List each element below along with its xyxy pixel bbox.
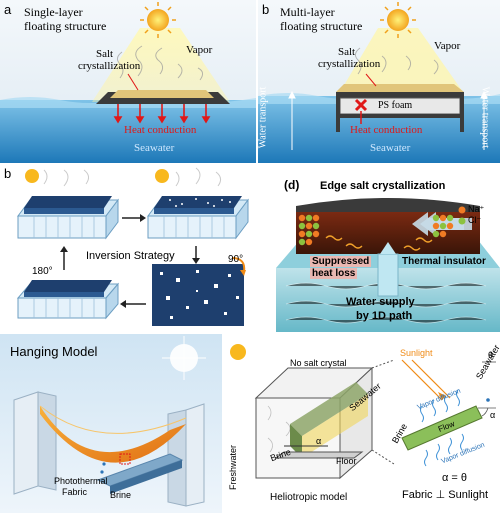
panel-b-water-transport-right: Water transport	[479, 86, 491, 149]
panel-a-seawater: Seawater	[134, 142, 175, 154]
panel-b-letter: b	[262, 2, 270, 17]
sunlight-label: Sunlight	[400, 348, 433, 358]
heat-arrows	[113, 104, 211, 124]
panel-b-salt-1: Salt	[338, 46, 356, 58]
panel-b-salt-2: crystallization	[318, 58, 381, 70]
salt-crystal	[110, 90, 214, 98]
alpha-label-helio: α	[316, 436, 322, 446]
panel-inversion: b Inversion Strategy 180° 90°	[0, 166, 270, 330]
panel-d: (d) Edge salt crystallization Na⁺ Cl⁻ Su…	[276, 176, 500, 332]
ion-cluster-right	[432, 214, 454, 238]
angle-90-label: 90°	[228, 254, 244, 265]
insulator-label: Thermal insulator	[402, 256, 486, 267]
sunbeam-a	[92, 28, 230, 102]
panel-b-seawater: Seawater	[370, 142, 411, 154]
freshwater-label: Freshwater	[228, 444, 238, 490]
panel-d-letter: (d)	[284, 178, 300, 192]
zoom-box	[119, 453, 131, 465]
panel-a-salt-2: crystallization	[78, 60, 141, 72]
panel-b-heat: Heat conduction	[350, 124, 423, 136]
photothermal-fabric	[40, 406, 186, 463]
left-support	[13, 391, 39, 495]
fabric-label-1: Photothermal	[54, 476, 108, 486]
sun-icon	[25, 169, 39, 183]
panel-a-heat: Heat conduction	[124, 124, 197, 136]
fabric-label-2: Fabric	[62, 487, 88, 497]
suppressed-line-1: Suppressed	[310, 256, 372, 267]
water-transport-arrows	[288, 90, 488, 150]
panel-d-scene	[276, 176, 500, 332]
no-salt-label: No salt crystal	[290, 358, 347, 368]
ion-legend	[458, 206, 466, 225]
floor-label: Floor	[336, 456, 357, 466]
chloride-label: Cl⁻	[468, 215, 482, 225]
panel-a-salt-1: Salt	[96, 48, 114, 60]
panel-b-title-2: floating structure	[280, 19, 363, 33]
device-block-4	[16, 280, 120, 320]
heliotropic-model-label: Heliotropic model	[270, 492, 348, 503]
panel-a-title-1: Single-layer	[24, 5, 83, 19]
inversion-scene	[0, 166, 270, 330]
heliotropic-scene	[226, 340, 500, 513]
panel-a-scene	[0, 0, 256, 163]
arrow-up-icon	[60, 246, 68, 270]
inversion-letter: b	[4, 166, 12, 181]
water-channel	[377, 253, 399, 297]
sun-icon	[155, 169, 169, 183]
panel-hanging: Hanging Model Photothermal Fabric Brine	[0, 334, 222, 513]
panel-a-vapor: Vapor	[186, 44, 213, 56]
hanging-scene	[0, 334, 222, 513]
fabric-strip	[401, 405, 483, 451]
water-supply-1: Water supply	[346, 296, 415, 308]
device-block-1	[17, 196, 119, 240]
sodium-icon	[458, 206, 466, 214]
vapor-swirls	[116, 45, 204, 81]
panel-b-vapor: Vapor	[434, 40, 461, 52]
sunbeam-b	[340, 28, 463, 92]
ion-cluster-left	[298, 214, 320, 246]
water-supply-2: by 1D path	[356, 310, 413, 322]
arrow-left-icon	[120, 300, 146, 308]
angle-180-label: 180°	[32, 266, 53, 277]
panel-b-scene	[258, 0, 500, 163]
panel-a: a Single-layer floating structure Vapor …	[0, 0, 256, 163]
device-block-3	[152, 257, 246, 326]
equation-alpha-theta: α = θ	[442, 472, 468, 484]
panel-a-title-2: floating structure	[24, 19, 107, 33]
panel-b-title-1: Multi-layer	[280, 5, 335, 19]
arrow-down-icon	[192, 246, 200, 264]
panel-a-letter: a	[4, 2, 12, 17]
zoom-detail	[401, 359, 496, 467]
arrow-right-icon	[122, 214, 146, 222]
sodium-label: Na⁺	[468, 204, 485, 214]
hanging-title: Hanging Model	[10, 344, 98, 359]
alpha-side-label: α	[490, 410, 496, 420]
sun-icon	[140, 2, 176, 38]
panel-b: b Multi-layer floating structure Vapor S…	[258, 0, 500, 163]
chloride-icon	[458, 217, 466, 225]
heliotropic-fabric	[290, 382, 368, 436]
equation-fabric-sunlight: Fabric ⊥ Sunlight	[402, 489, 489, 501]
suppressed-line-2: heat loss	[310, 268, 358, 279]
panel-b-water-transport-left: Water transport	[258, 86, 269, 149]
water-body	[276, 268, 500, 332]
sun-icon	[380, 2, 416, 38]
salt-crystal	[336, 84, 464, 92]
panel-d-title: Edge salt crystallization	[320, 180, 446, 192]
panel-b-ps-foam: PS foam	[378, 100, 413, 111]
sun-icon	[230, 344, 246, 360]
block-x-icon	[354, 98, 368, 112]
brine-label-hang: Brine	[110, 490, 132, 500]
inversion-strategy-label: Inversion Strategy	[86, 250, 175, 262]
device-block-2	[147, 196, 249, 240]
panel-heliotropic: No salt crystal Seawater α Brine Floor F…	[226, 340, 500, 513]
right-support	[185, 403, 205, 507]
theta-label: θ	[488, 350, 494, 360]
evaporator-top	[296, 198, 480, 212]
